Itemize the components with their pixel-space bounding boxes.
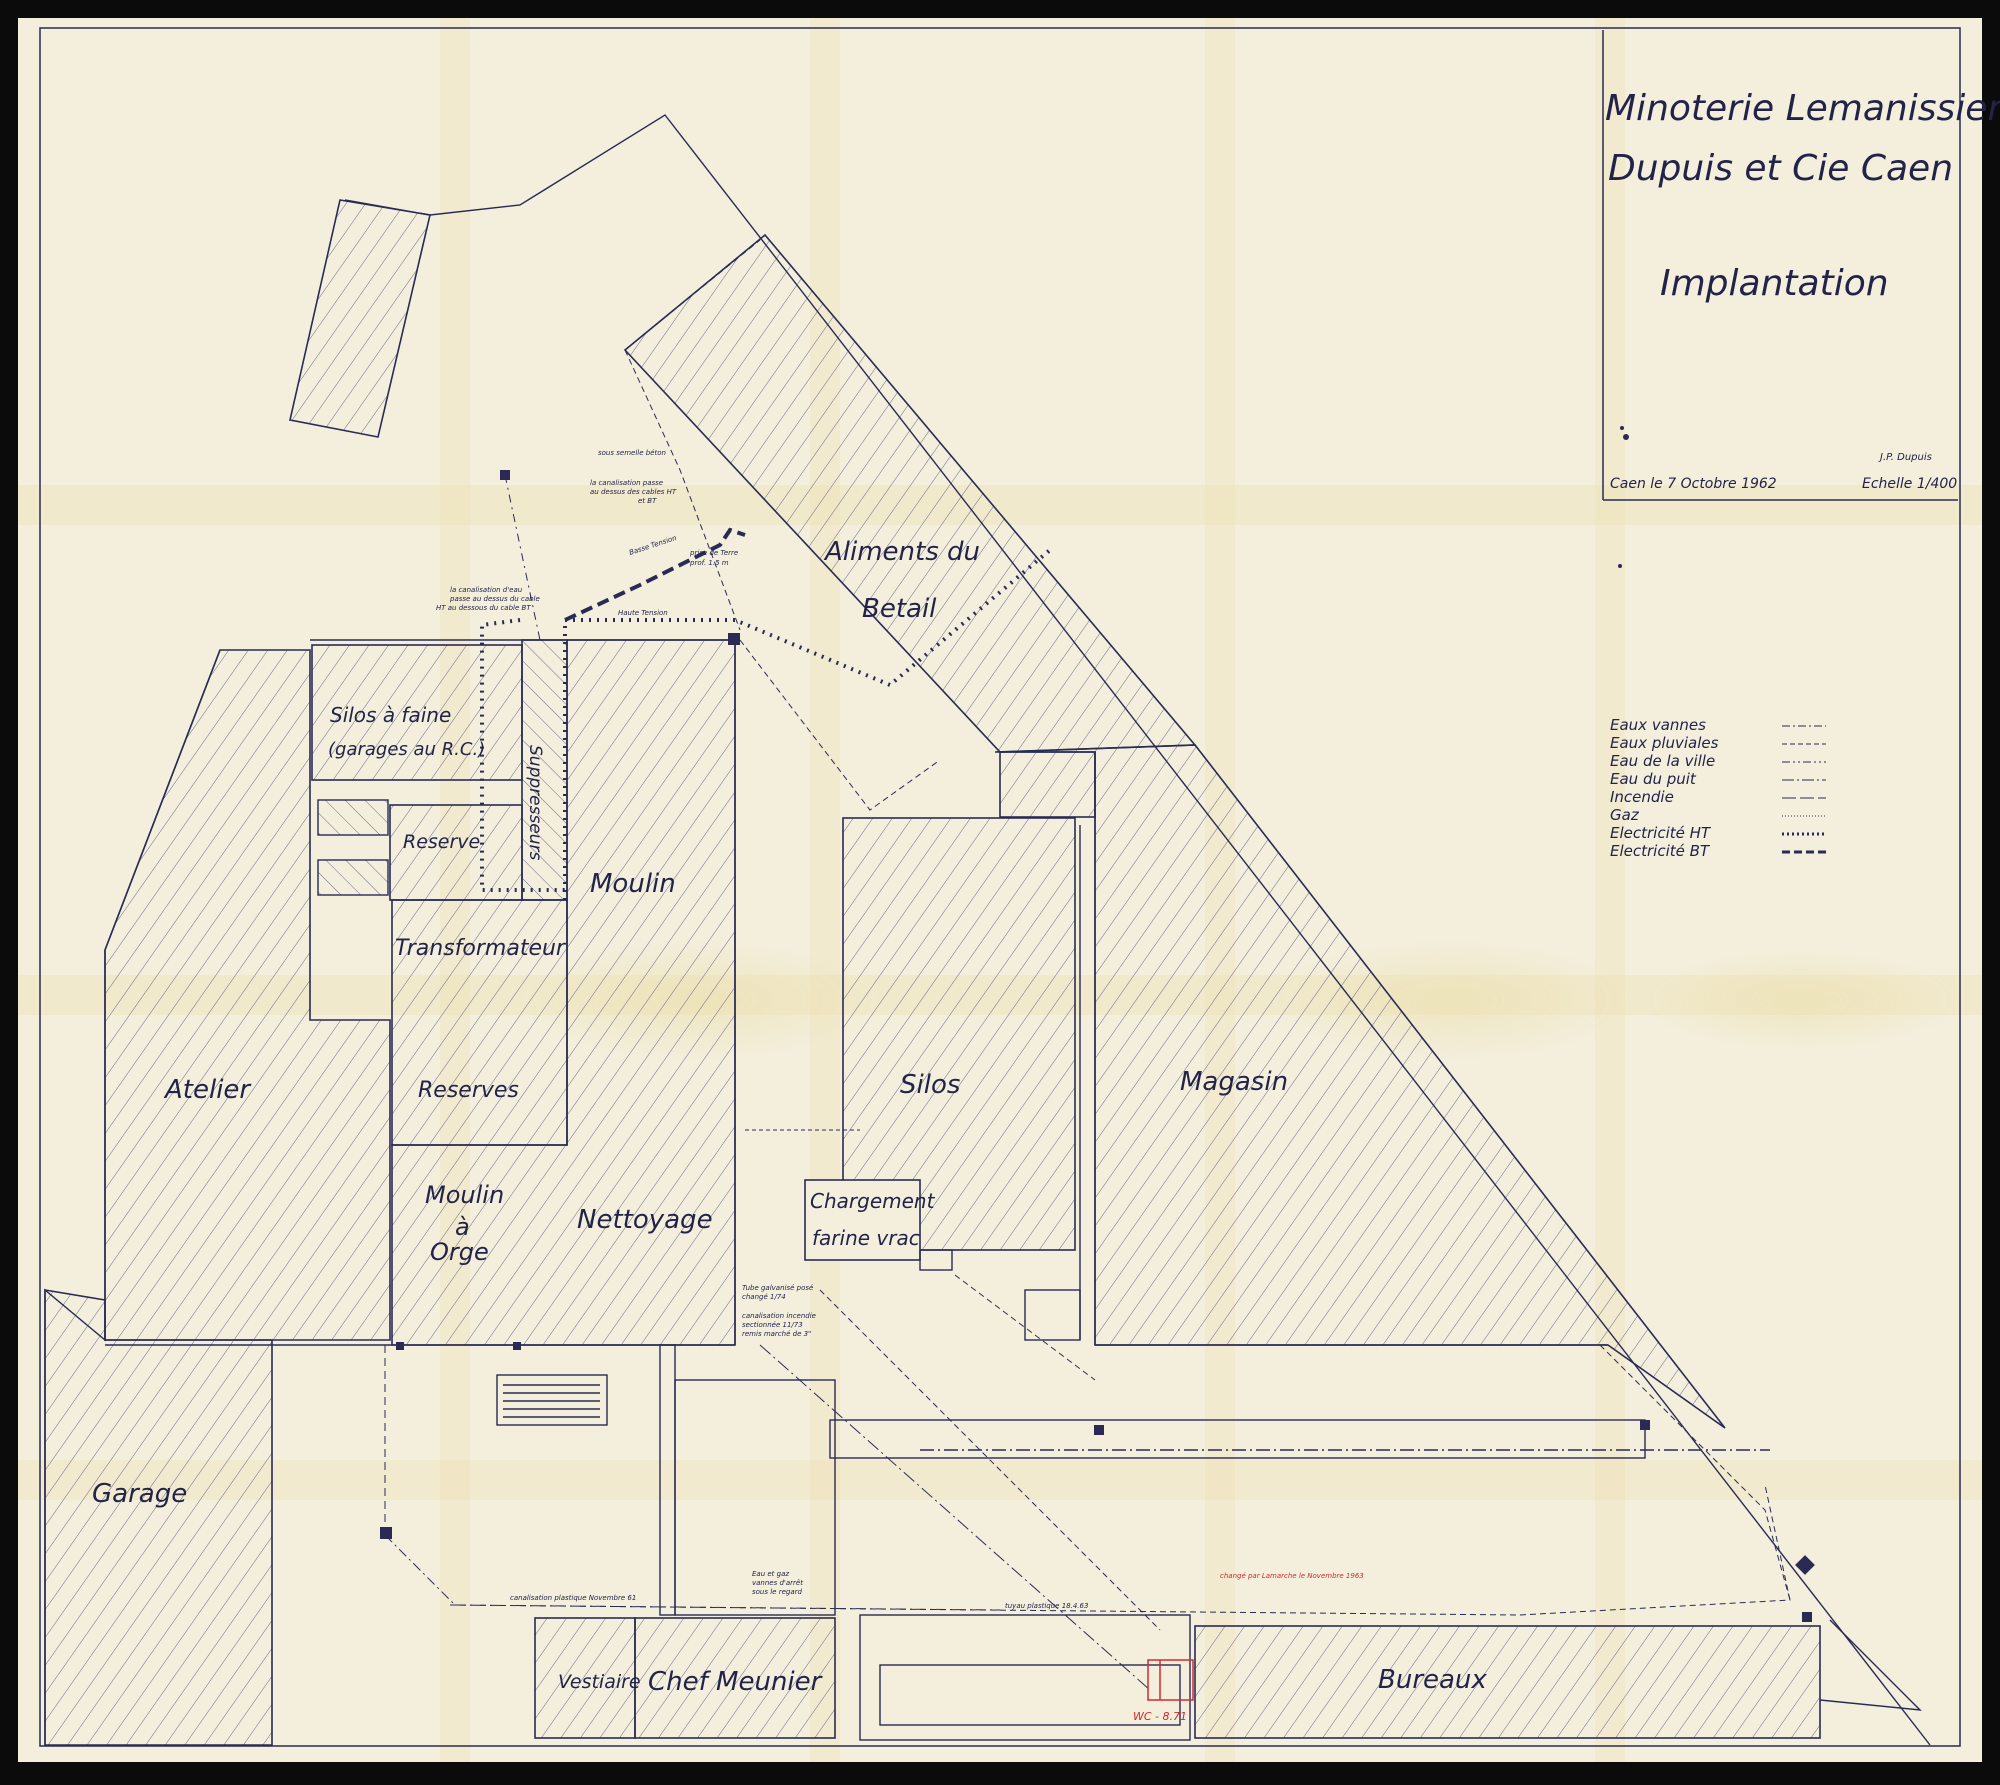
legend-label-1: Eaux pluviales — [1610, 734, 1719, 752]
note-haute-tension: Haute Tension — [618, 609, 668, 617]
label-silos-faine-2: (garages au R.C.) — [328, 739, 485, 760]
title-line-3: Implantation — [1660, 263, 1889, 304]
signature: J.P. Dupuis — [1878, 452, 1932, 463]
legend: Eaux vannes Eaux pluviales Eau de la vil… — [1610, 716, 1826, 860]
red-additions: WC - 8.71 changé par Lamarche le Novembr… — [1133, 1572, 1364, 1723]
suppresseurs-room — [521, 639, 568, 901]
note-plastique-nov: canalisation plastique Novembre 61 — [510, 1594, 636, 1602]
red-change-note: changé par Lamarche le Novembre 1963 — [1220, 1572, 1364, 1580]
vestiaire-room — [534, 1617, 636, 1739]
label-chargement-2: farine vrac — [812, 1226, 920, 1250]
legend-label-4: Incendie — [1610, 788, 1674, 806]
note-eau-gaz-1: Eau et gaz — [752, 1570, 789, 1578]
label-silos-faine-1: Silos à faine — [330, 703, 451, 727]
staircase — [317, 799, 953, 1426]
label-aliments-2: Betail — [862, 594, 937, 624]
label-suppresseurs: Suppresseurs — [525, 745, 545, 861]
title-block: Minoterie Lemanissier Dupuis et Cie Caen… — [1602, 30, 2000, 568]
drawing-date: Caen le 7 Octobre 1962 — [1610, 476, 1777, 492]
note-incendie-1: canalisation incendie — [742, 1312, 816, 1320]
note-incendie-2: sectionnée 11/73 — [742, 1321, 803, 1329]
silos-building — [842, 817, 1076, 1251]
note-prise-terre-1: prise de Terre — [689, 549, 738, 557]
note-canal-2: au dessus des cables HT — [590, 488, 677, 496]
title-line-2: Dupuis et Cie Caen — [1608, 148, 1953, 189]
label-bureaux: Bureaux — [1378, 1665, 1487, 1695]
note-eau-1: la canalisation d'eau — [450, 586, 523, 594]
note-tube-2: changé 1/74 — [742, 1293, 786, 1301]
label-nettoyage: Nettoyage — [577, 1205, 713, 1235]
drawing-scale: Echelle 1/400 — [1862, 476, 1957, 492]
note-eau-gaz-2: vannes d'arrêt — [752, 1579, 803, 1587]
note-tuyau-plastique: tuyau plastique 18.4.63 — [1005, 1602, 1088, 1610]
label-garage: Garage — [92, 1479, 187, 1509]
legend-label-6: Electricité HT — [1610, 824, 1712, 842]
label-moulin: Moulin — [590, 869, 676, 899]
note-canal-3: et BT — [638, 497, 657, 505]
site-outline — [44, 114, 1931, 1746]
manholes — [380, 470, 1815, 1622]
label-moulin-orge-1: Moulin — [425, 1181, 504, 1209]
room-labels: Aliments du Betail Silos à faine (garage… — [92, 537, 1487, 1697]
bureaux-building — [1194, 1625, 1821, 1739]
note-eau-gaz-3: sous le regard — [752, 1588, 803, 1596]
annotations: Haute Tension Basse Tension prise de Ter… — [436, 449, 1088, 1610]
legend-label-5: Gaz — [1610, 806, 1640, 824]
label-magasin: Magasin — [1180, 1067, 1288, 1097]
note-sous-semelle: sous semelle béton — [598, 449, 666, 457]
networks — [384, 239, 1791, 1691]
note-canal-1: la canalisation passe — [590, 479, 663, 487]
red-wc-note: WC - 8.71 — [1133, 1710, 1187, 1723]
note-tube-1: Tube galvanisé posé — [742, 1284, 814, 1292]
reserve-room — [389, 804, 523, 901]
chargement-room — [804, 1179, 921, 1261]
legend-label-7: Electricité BT — [1610, 842, 1711, 860]
silos-annex — [999, 751, 1096, 818]
label-atelier: Atelier — [163, 1075, 252, 1105]
transformateur-room — [391, 899, 568, 1146]
note-eau-2: passe au dessus du cable — [449, 595, 540, 603]
drawing-border — [39, 27, 1961, 1747]
buildings — [44, 199, 1821, 1746]
label-moulin-orge-3: Orge — [430, 1238, 489, 1266]
garage-building — [44, 1289, 273, 1746]
note-incendie-3: remis marché de 3" — [742, 1330, 811, 1338]
title-line-1: Minoterie Lemanissier — [1605, 88, 2000, 129]
chef-meunier-room — [634, 1617, 836, 1739]
silos-faine-building — [311, 644, 523, 781]
label-moulin-orge-2: à — [455, 1213, 470, 1241]
label-vestiaire: Vestiaire — [558, 1671, 641, 1693]
legend-label-3: Eau du puit — [1610, 770, 1697, 788]
note-prise-terre-2: prof. 1.5 m — [689, 559, 729, 567]
label-reserve: Reserve — [403, 831, 480, 853]
label-transformateur: Transformateur — [395, 936, 567, 961]
label-aliments-1: Aliments du — [823, 537, 980, 567]
label-chargement-1: Chargement — [810, 1189, 936, 1213]
note-eau-3: HT au dessous du cable BT — [436, 604, 531, 612]
label-chef-meunier: Chef Meunier — [648, 1667, 824, 1697]
legend-label-2: Eau de la ville — [1610, 752, 1715, 770]
label-silos: Silos — [900, 1070, 960, 1100]
legend-label-0: Eaux vannes — [1610, 716, 1706, 734]
label-reserves: Reserves — [418, 1078, 519, 1103]
